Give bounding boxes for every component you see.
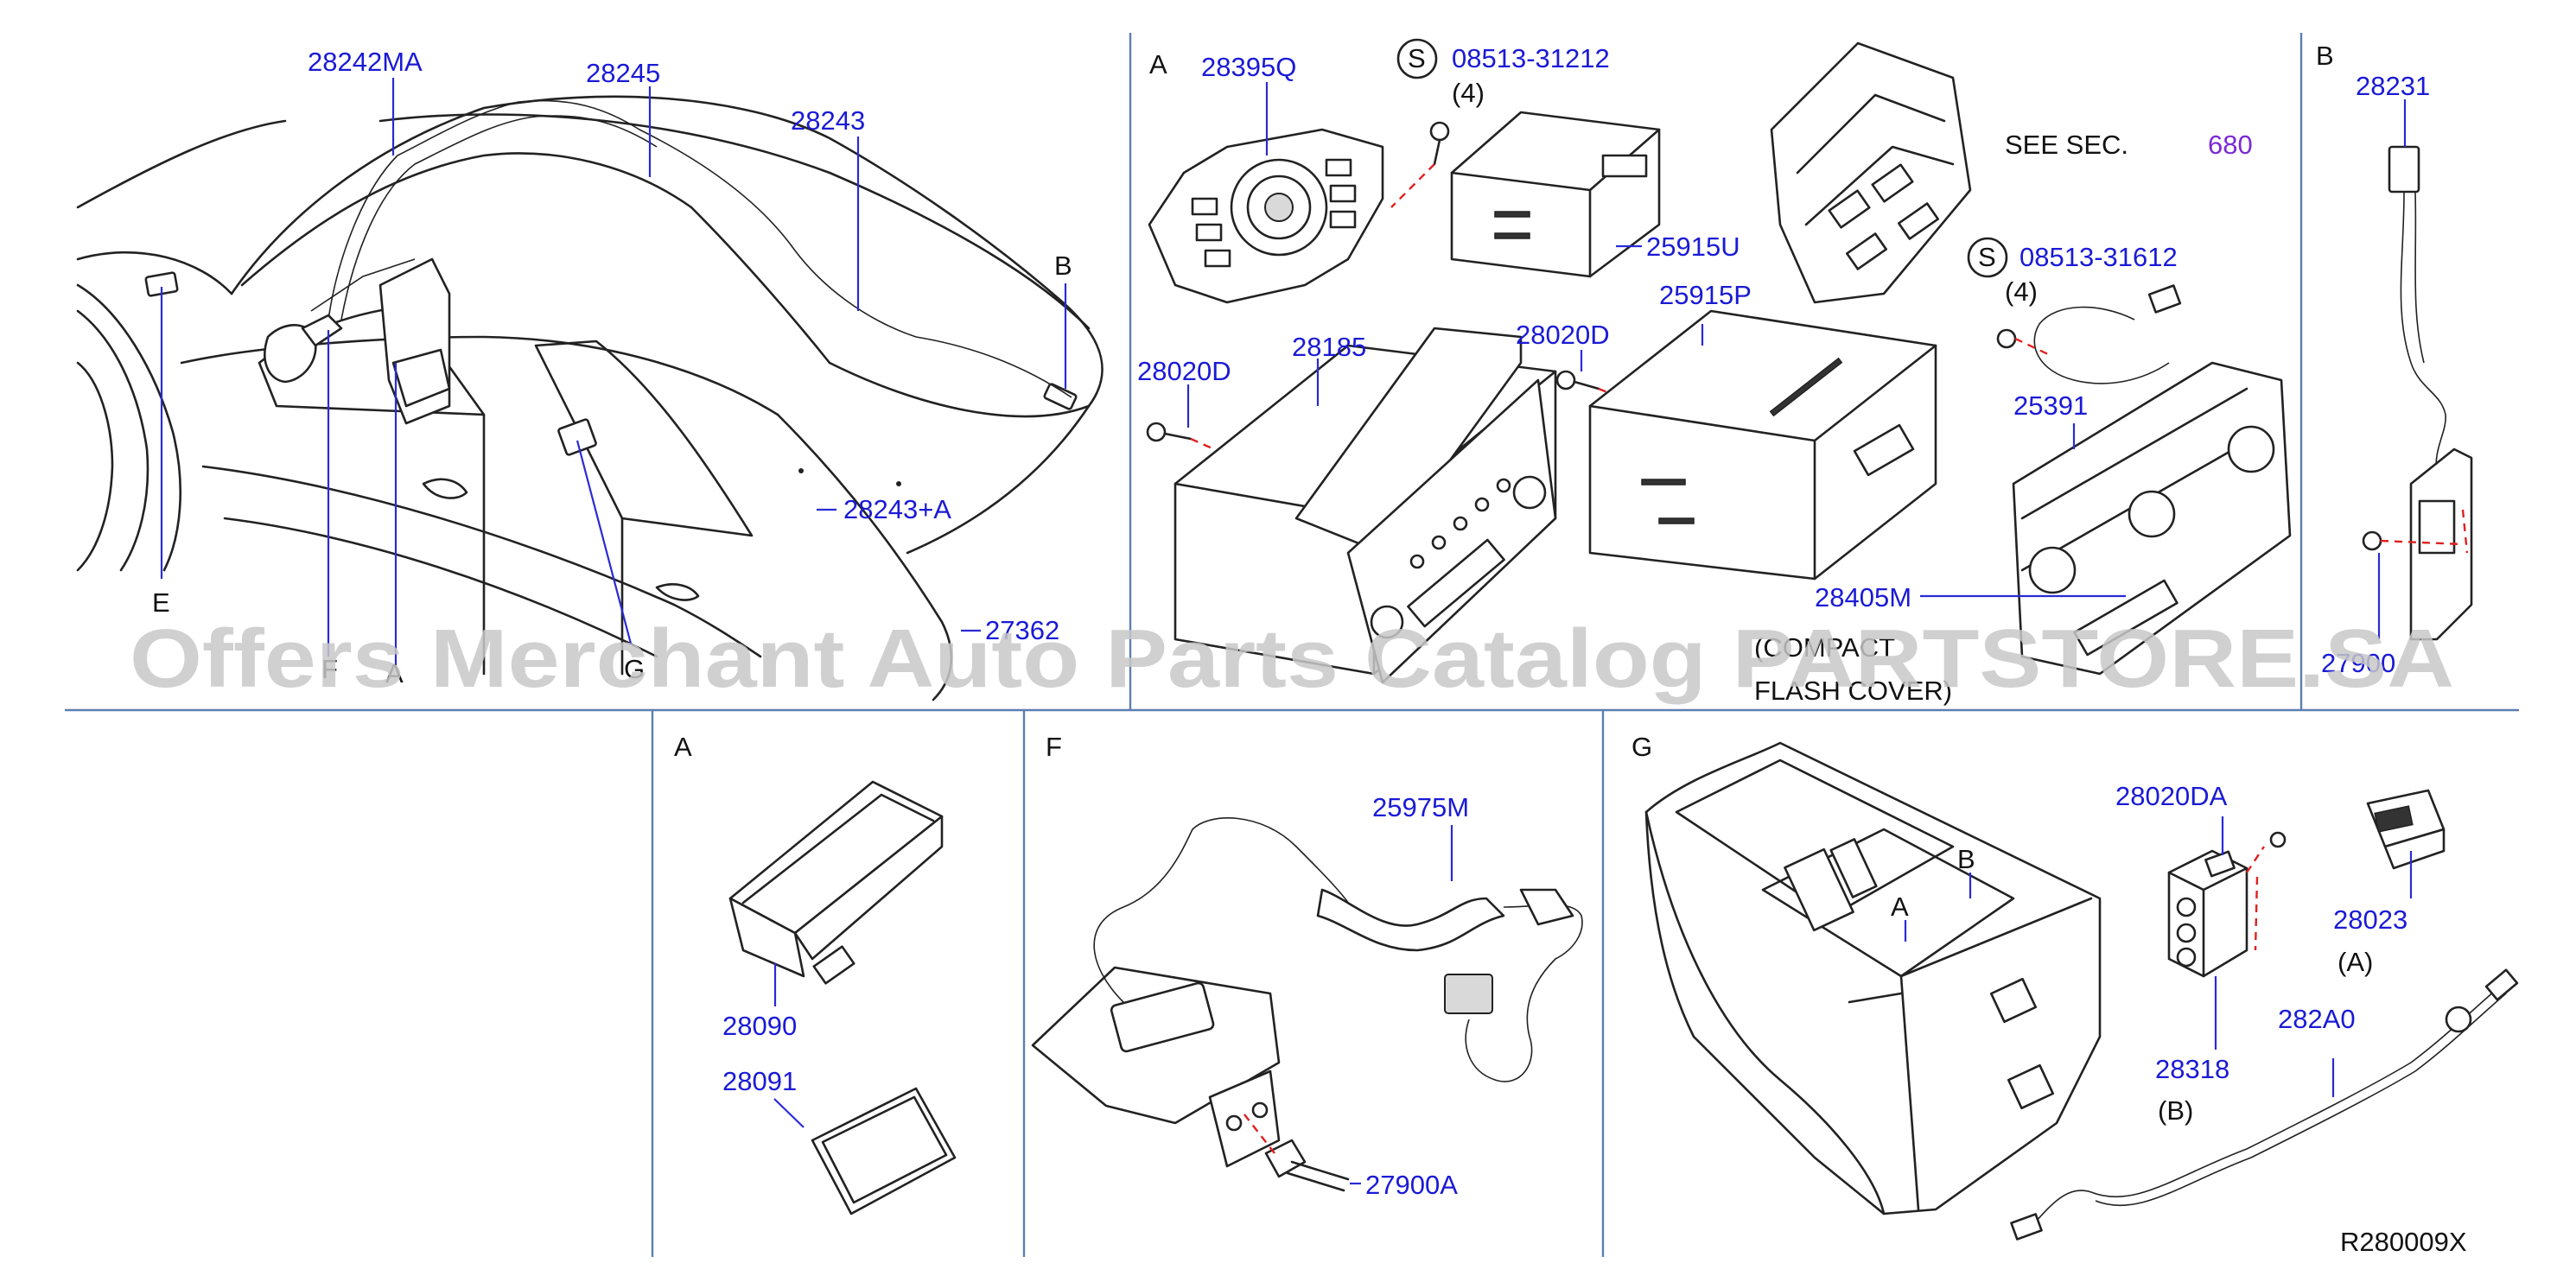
cable-282a0 [2010, 968, 2519, 1241]
panel-a-title: A [1149, 49, 1167, 79]
part-number-27900a[interactable]: 27900A [1365, 1170, 1458, 1200]
unit-box-25915p [1588, 309, 1937, 581]
diagram-reference-code: R280009X [2340, 1227, 2467, 1257]
bolt-27900a [1243, 1114, 1350, 1192]
compact-label: (COMPACT [1754, 632, 1895, 663]
part-number-25915p[interactable]: 25915P [1659, 280, 1752, 310]
callout-b-car: B [1054, 251, 1072, 281]
usb-port-28023 [2366, 789, 2446, 870]
part-number-28242MA[interactable]: 28242MA [308, 47, 423, 77]
part-number-28023[interactable]: 28023 [2333, 904, 2407, 935]
part-number-27900[interactable]: 27900 [2321, 648, 2395, 678]
part-number-25915u[interactable]: 25915U [1646, 232, 1740, 262]
part-number-28020d-left[interactable]: 28020D [1137, 356, 1231, 386]
quantity-4-b: (4) [2005, 276, 2038, 307]
switch-28318 [2167, 831, 2287, 978]
display-bracket-28090 [728, 780, 944, 985]
usb-module-28231 [2362, 145, 2473, 641]
part-number-28091[interactable]: 28091 [722, 1066, 797, 1096]
screw-08513-31212 [1390, 38, 1450, 208]
callout-a-car: A [385, 658, 404, 689]
car-leader-ticks [798, 468, 901, 486]
callout-e: E [152, 587, 170, 618]
panel-a-bottom-title: A [674, 732, 692, 762]
quantity-4-a: (4) [1452, 78, 1485, 108]
part-number-27362[interactable]: 27362 [985, 615, 1059, 645]
antenna-module-25975m [1031, 817, 1583, 1168]
car-body-illustration [76, 95, 1104, 701]
part-number-28395q[interactable]: 28395Q [1201, 52, 1296, 82]
part-number-28020da[interactable]: 28020DA [2115, 781, 2228, 811]
part-number-25975m[interactable]: 25975M [1372, 792, 1469, 822]
s-mark-2: S [1978, 242, 1996, 272]
panel-dividers [65, 33, 2519, 1257]
part-number-282a0[interactable]: 282A0 [2278, 1004, 2356, 1034]
panel-g-title: G [1631, 732, 1652, 762]
screw-28020d-right [1555, 370, 1643, 408]
center-console-illustration [1644, 741, 2102, 1215]
control-panel-28395q [1148, 128, 1384, 304]
flash-cover-label: FLASH COVER) [1754, 676, 1952, 706]
bezel-see-sec [1770, 41, 1972, 304]
car-leaders [160, 78, 1067, 665]
part-number-28185[interactable]: 28185 [1292, 332, 1366, 362]
display-screen-28091 [811, 1087, 957, 1215]
callout-f-car: F [321, 654, 338, 684]
part-number-28243-a[interactable]: 28243+A [843, 494, 951, 524]
head-unit-28185 [1174, 327, 1557, 684]
watermark-text: Offers Merchant Auto Parts Catalog PARTS… [130, 612, 2454, 705]
part-number-28405m[interactable]: 28405M [1815, 582, 1911, 612]
part-number-28245[interactable]: 28245 [586, 58, 660, 88]
see-section-label: SEE SEC. [2005, 130, 2128, 160]
part-number-28090[interactable]: 28090 [722, 1011, 797, 1041]
console-callout-b: B [1957, 844, 1975, 874]
part-number-28318[interactable]: 28318 [2155, 1054, 2229, 1084]
part-number-28231[interactable]: 28231 [2356, 71, 2430, 101]
panel-b-title: B [2316, 41, 2334, 71]
section-number-680[interactable]: 680 [2208, 130, 2253, 160]
panel-f-title: F [1046, 732, 1062, 762]
part-number-28020d-right[interactable]: 28020D [1516, 320, 1610, 350]
part-number-08513-31612[interactable]: 08513-31612 [2019, 242, 2178, 272]
part-number-08513-31212[interactable]: 08513-31212 [1452, 43, 1610, 73]
s-mark-1: S [1408, 43, 1426, 73]
console-callout-a: A [1891, 892, 1909, 922]
callout-paren-a: (A) [2337, 947, 2373, 977]
part-number-28243[interactable]: 28243 [791, 105, 865, 136]
callout-paren-b: (B) [2158, 1095, 2193, 1126]
unit-box-25915u [1450, 111, 1661, 278]
part-number-25391[interactable]: 25391 [2013, 390, 2088, 421]
callout-g-car: G [624, 654, 645, 684]
